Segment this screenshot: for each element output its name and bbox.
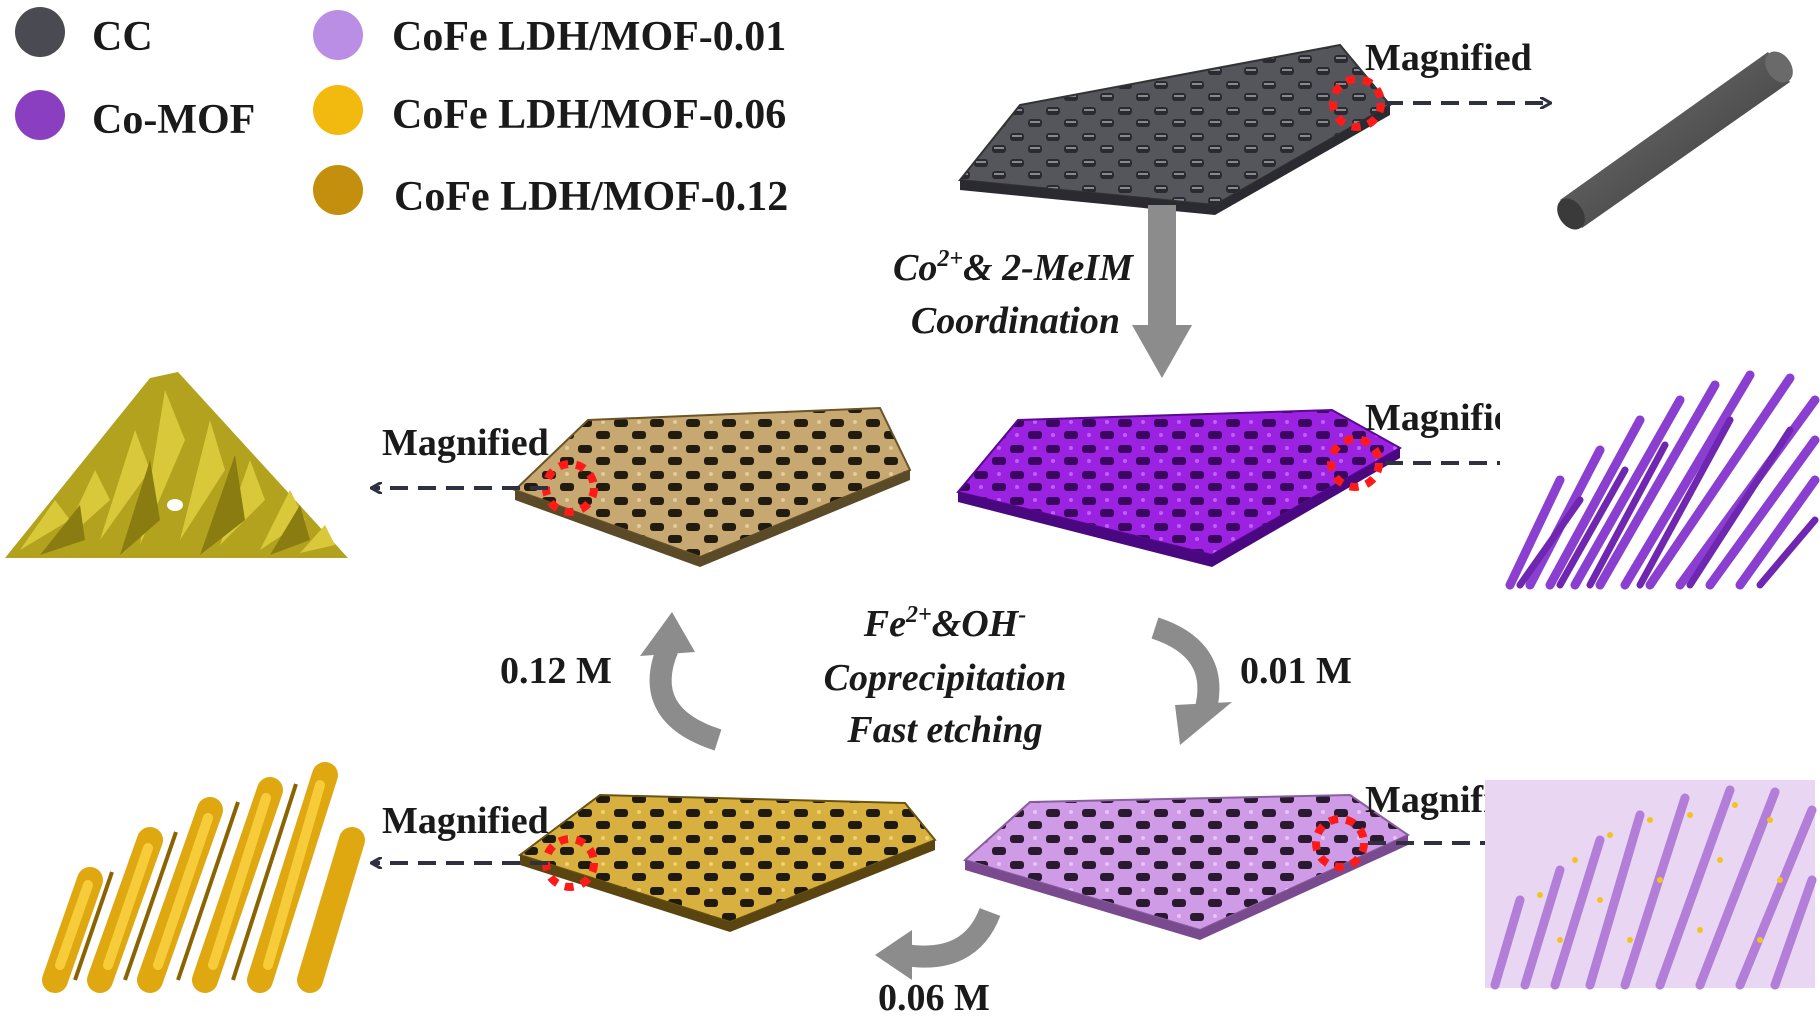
coprecipitation-label-line3: Fast etching [846,709,1042,751]
coordination-label-line2: Coordination [911,300,1120,342]
legend-swatch [15,7,65,57]
curved-arrow-006 [875,907,1001,980]
ldh-mof-001-sheet [962,793,1411,940]
legend-swatch [313,10,363,60]
coprecipitation-label-line1: Fe2+&OH- [863,602,1026,645]
legend-swatch [15,90,65,140]
magnified-label: Magnified [382,800,549,842]
coordination-label-line1: Co2+& 2-MeIM [893,246,1134,289]
curved-arrow-001 [1151,617,1232,745]
concentration-006: 0.06 M [878,977,990,1019]
carbon-fiber-rod [1557,51,1793,230]
legend-item-ldh-006: CoFe LDH/MOF-0.06 [313,85,786,138]
legend-item-cc: CC [15,7,153,60]
carbon-cloth-sheet [958,43,1392,215]
legend-swatch [313,165,363,215]
legend-label: CoFe LDH/MOF-0.06 [392,92,786,138]
legend-item-ldh-012: CoFe LDH/MOF-0.12 [313,165,788,220]
coordination-arrow [1132,205,1192,378]
legend: CC Co-MOF CoFe LDH/MOF-0.01 CoFe LDH/MOF… [15,7,788,220]
ldh-mof-012-sheet [513,406,912,567]
legend-label: CoFe LDH/MOF-0.12 [394,174,788,220]
co-mof-nanorods [1500,370,1820,590]
legend-label: CC [92,14,153,60]
ldh-mof-012-nanosheets [5,372,348,558]
magnify-marker [1327,435,1383,491]
co-mof-sheet [956,408,1403,567]
ldh-mof-006-nanoarrays [35,755,365,993]
curved-arrow-012 [640,612,722,751]
concentration-012: 0.12 M [500,650,612,692]
legend-swatch [313,85,363,135]
legend-item-ldh-001: CoFe LDH/MOF-0.01 [313,10,786,60]
ldh-mof-001-nanorods [1485,780,1817,990]
magnified-label: Magnified [1365,37,1532,79]
ldh-mof-006-sheet [517,793,937,932]
concentration-001: 0.01 M [1240,650,1352,692]
magnify-marker [1312,815,1368,871]
coprecipitation-label-line2: Coprecipitation [824,657,1067,699]
legend-label: CoFe LDH/MOF-0.01 [392,14,786,60]
legend-item-co-mof: Co-MOF [15,90,255,143]
magnified-label: Magnified [382,422,549,464]
legend-label: Co-MOF [92,97,255,143]
magnify-marker [1329,75,1385,131]
